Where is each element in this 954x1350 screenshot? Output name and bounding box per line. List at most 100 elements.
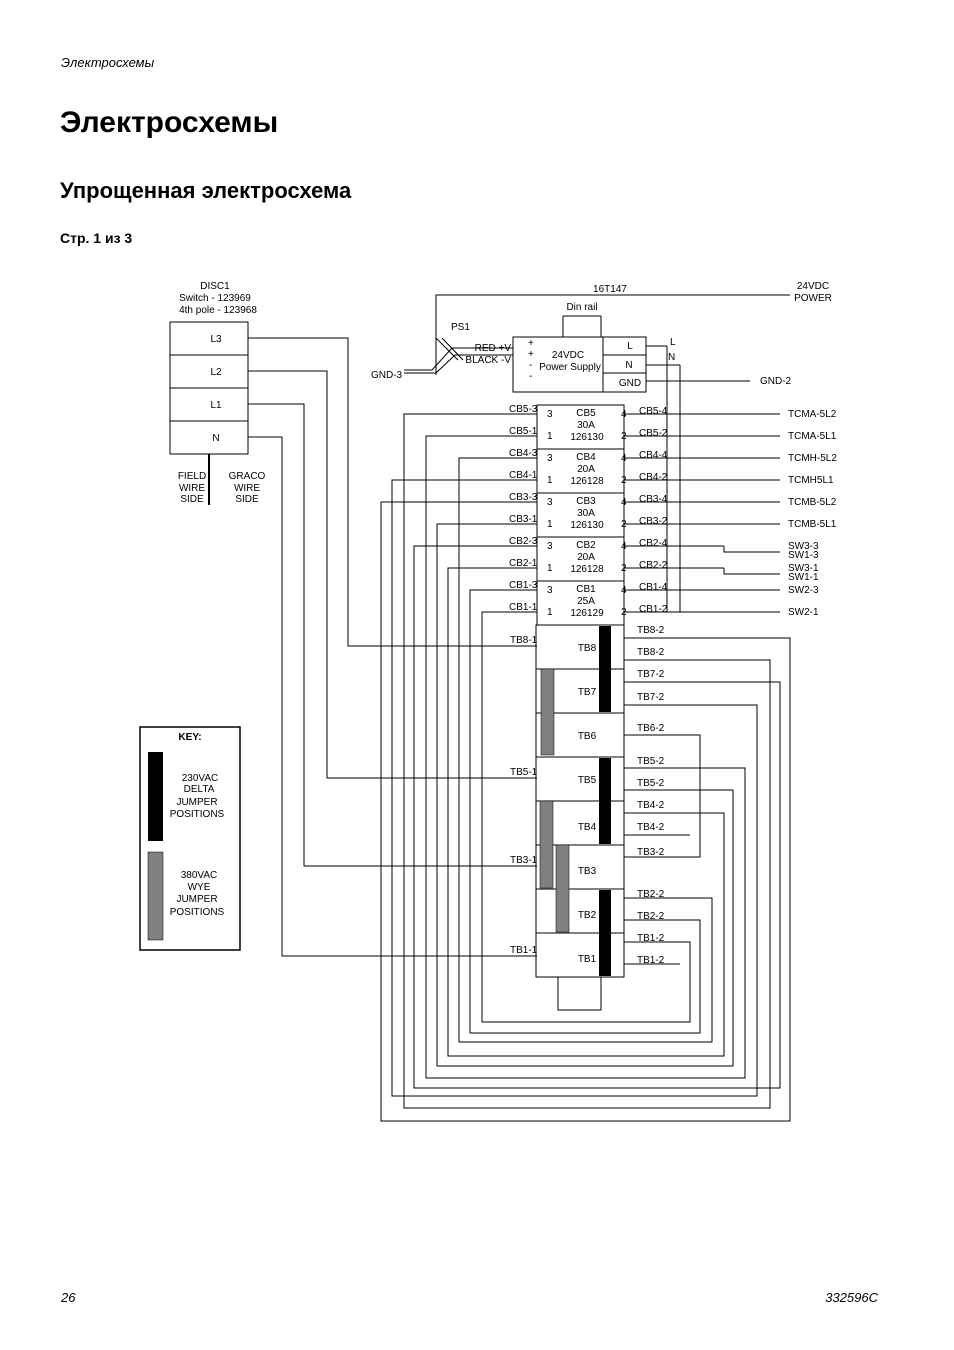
power-label-1: 24VDC	[797, 281, 829, 292]
cb4-in3-label: CB4-3	[509, 448, 538, 459]
key-title: KEY:	[178, 732, 201, 743]
jumper-black-tb8-tb7	[599, 626, 611, 712]
part-number-label: 16T147	[593, 284, 627, 295]
cb2-out4-label: CB2-4	[639, 538, 668, 549]
cb4-pin-3: 3	[547, 453, 553, 464]
tb-right-label-8: TB4-2	[637, 822, 665, 833]
tb-right-label-6: TB5-2	[637, 778, 665, 789]
cb3-pin-2: 2	[621, 519, 627, 530]
cb1-name: CB1	[576, 584, 596, 595]
cb5-dest2-label: TCMA-5L1	[788, 431, 837, 442]
ps-pin-1: +	[528, 338, 534, 349]
cb2-pin-1: 1	[547, 563, 553, 574]
cb1-pin-1: 1	[547, 607, 553, 618]
tb-right-label-2: TB7-2	[637, 669, 665, 680]
disconnect-terminal-l1: L1	[210, 400, 222, 411]
cb2-pin-3: 3	[547, 541, 553, 552]
cb3-name: CB3	[576, 496, 596, 507]
cb1-part: 126129	[570, 608, 604, 619]
jumper-black-tb5-tb4	[599, 758, 611, 844]
cb5-name: CB5	[576, 408, 596, 419]
cb3-dest4-label: TCMB-5L2	[788, 497, 837, 508]
ps-input-n: N	[625, 360, 632, 371]
tb-left-label-2: TB3-1	[510, 855, 538, 866]
cb3-pin-3: 3	[547, 497, 553, 508]
cb4-out2-label: CB4-2	[639, 472, 668, 483]
cb4-dest4-label: TCMH-5L2	[788, 453, 837, 464]
field-side-label-3: SIDE	[180, 494, 204, 505]
cb1-pin-4: 4	[621, 585, 627, 596]
tb6-label: TB6	[578, 731, 597, 742]
ps-pin-3: -	[529, 360, 532, 371]
footer-page-number: 26	[61, 1290, 76, 1305]
cb5-pin-4: 4	[621, 409, 627, 420]
cb5-out4-label: CB5-4	[639, 406, 668, 417]
din-rail-label: Din rail	[566, 302, 597, 313]
page-indicator: Стр. 1 из 3	[60, 230, 133, 246]
key-black-label-2: DELTA	[184, 784, 215, 795]
terminal-block-labels: TB8TB7TB6TB5TB4TB3TB2TB1TB8-1TB5-1TB3-1T…	[510, 625, 665, 966]
key-black-swatch	[148, 752, 163, 841]
cb3-out2-label: CB3-2	[639, 516, 668, 527]
key-black-label-4: POSITIONS	[170, 809, 225, 820]
cb1-pin-2: 2	[621, 607, 627, 618]
cb1-in1-label: CB1-1	[509, 602, 538, 613]
cb5-pin-2: 2	[621, 431, 627, 442]
tb-right-label-7: TB4-2	[637, 800, 665, 811]
cb3-out4-label: CB3-4	[639, 494, 668, 505]
cb2-pin-2: 2	[621, 563, 627, 574]
cb5-in3-label: CB5-3	[509, 404, 538, 415]
cb1-out2-label: CB1-2	[639, 604, 668, 615]
cb5-pin-3: 3	[547, 409, 553, 420]
cb4-pin-1: 1	[547, 475, 553, 486]
ps-pin-4: -	[529, 371, 532, 382]
disconnect-label-1: DISC1	[200, 281, 230, 292]
graco-side-label-1: GRACO	[229, 471, 266, 482]
cb2-dest2-label: SW3-1	[788, 563, 819, 574]
jumper-gray-tb3-tb2	[555, 844, 570, 933]
cb1-in3-label: CB1-3	[509, 580, 538, 591]
cb4-pin-2: 2	[621, 475, 627, 486]
cb3-in3-label: CB3-3	[509, 492, 538, 503]
tb-left-label-3: TB1-1	[510, 945, 538, 956]
breaker-labels: CB530A1261303142CB5-3CB5-1CB5-4CB5-2TCMA…	[509, 404, 837, 619]
running-header: Электросхемы	[61, 55, 155, 70]
tb-right-label-12: TB1-2	[637, 933, 665, 944]
key-black-label-3: JUMPER	[176, 797, 217, 808]
tb-right-label-11: TB2-2	[637, 911, 665, 922]
tb-right-label-1: TB8-2	[637, 647, 665, 658]
cb5-pin-1: 1	[547, 431, 553, 442]
cb3-in1-label: CB3-1	[509, 514, 538, 525]
key-black-label-1: 230VAC	[182, 773, 219, 784]
cb1-rating: 25A	[577, 596, 595, 607]
ext-n-label: N	[668, 352, 675, 363]
cb4-out4-label: CB4-4	[639, 450, 668, 461]
tb-right-label-10: TB2-2	[637, 889, 665, 900]
cb3-pin-4: 4	[621, 497, 627, 508]
tb-left-label-1: TB5-1	[510, 767, 538, 778]
cb1-pin-3: 3	[547, 585, 553, 596]
cb5-out2-label: CB5-2	[639, 428, 668, 439]
footer-doc-number: 332596C	[825, 1290, 878, 1305]
key-gray-label-2: WYE	[188, 882, 211, 893]
field-side-label-2: WIRE	[179, 483, 205, 494]
cb2-dest4-label: SW3-3	[788, 541, 819, 552]
cb4-in1-label: CB4-1	[509, 470, 538, 481]
cb2-in1-label: CB2-1	[509, 558, 538, 569]
cb3-rating: 30A	[577, 508, 595, 519]
key-gray-label-4: POSITIONS	[170, 907, 225, 918]
ps-input-l: L	[627, 341, 633, 352]
cb1-out4-label: CB1-4	[639, 582, 668, 593]
cb1-dest4-label: SW2-3	[788, 585, 819, 596]
tb4-label: TB4	[578, 822, 597, 833]
ps-black-label: BLACK -V	[465, 355, 511, 366]
cb5-in1-label: CB5-1	[509, 426, 538, 437]
tb-right-label-13: TB1-2	[637, 955, 665, 966]
cb1-dest2-label: SW2-1	[788, 607, 819, 618]
key-gray-swatch	[147, 851, 164, 941]
tb-right-label-9: TB3-2	[637, 847, 665, 858]
ps-pin-2: +	[528, 349, 534, 360]
ps-input-gnd: GND	[619, 378, 641, 389]
gnd-right-label: GND-2	[760, 376, 792, 387]
